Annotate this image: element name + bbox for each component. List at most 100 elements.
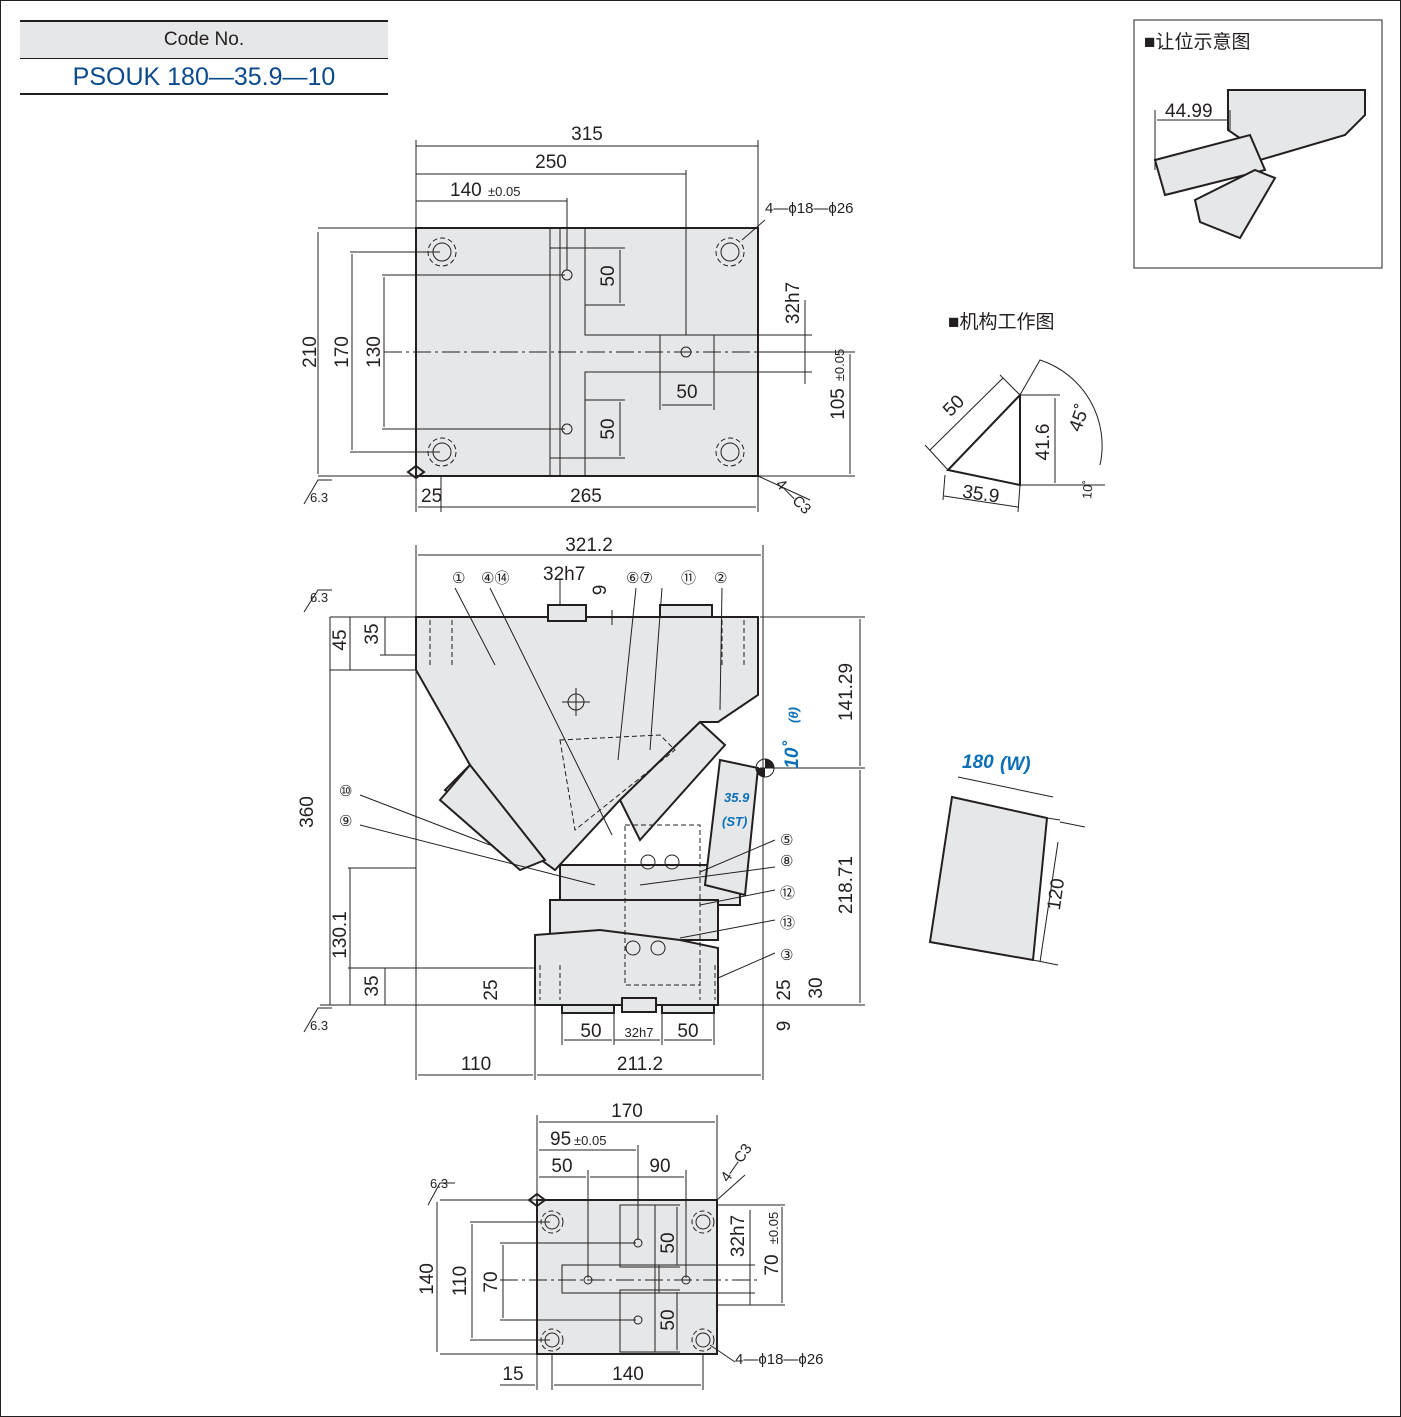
bottom-dim-lines [436, 1115, 785, 1390]
dim-st: (ST) [722, 814, 747, 829]
dim-25-left: 25 [481, 979, 502, 1000]
dim-9-bottom: 9 [774, 1021, 795, 1032]
bottom-leaders [709, 1174, 746, 1363]
code-value: PSOUK 180—35.9—10 [20, 59, 388, 95]
dim-50-bottom: 50 [551, 1156, 572, 1177]
dim-35-9-mech: 35.9 [961, 482, 1001, 508]
dim-50-lower: 50 [598, 418, 619, 439]
dim-170: 170 [332, 336, 353, 368]
callout-10: ⑩ [339, 783, 352, 800]
dim-170: 170 [611, 1101, 643, 1122]
dim-315: 315 [571, 124, 603, 145]
dim-50-bottom-upper: 50 [658, 1232, 679, 1253]
mechanism-triangle [946, 392, 1021, 487]
front-wedge-left [438, 763, 547, 872]
width-plate [928, 795, 1049, 962]
dim-w: (W) [1000, 754, 1031, 775]
dim-130: 130 [364, 336, 385, 368]
dim-32h7-front: 32h7 [543, 564, 585, 585]
dim-360: 360 [297, 796, 318, 828]
callout-4-14: ④⑭ [481, 570, 509, 587]
dim-110: 110 [461, 1054, 491, 1075]
clearance-slide [1153, 133, 1267, 197]
front-dim-lines [320, 545, 865, 1080]
dim-265: 265 [570, 486, 602, 507]
roughness-front-top: 6.3 [310, 590, 328, 605]
dim-218-71: 218.71 [836, 856, 857, 914]
front-bottom-key [621, 997, 657, 1013]
dim-32h7-bottom-view: 32h7 [728, 1215, 749, 1257]
bottom-slot-lower [619, 1289, 656, 1353]
front-cam-slider [618, 720, 727, 842]
dim-105-tol: ±0.05 [832, 349, 847, 381]
dim-32h7-bottom: 32h7 [625, 1025, 654, 1040]
roughness-bottom: 6.3 [430, 1176, 448, 1191]
dim-110-bottom: 110 [450, 1266, 471, 1296]
datum-mark-bottom [527, 1192, 547, 1208]
dim-50-left: 50 [580, 1021, 601, 1042]
front-base-block [534, 928, 719, 1006]
dim-35-bottom: 35 [362, 975, 383, 996]
dim-45-deg: 45˚ [1065, 402, 1094, 435]
front-slide-block [559, 864, 741, 906]
dim-50-right: 50 [677, 1021, 698, 1042]
top-chamfer-leader [757, 475, 811, 501]
dim-44-99: 44.99 [1165, 101, 1213, 122]
dim-95-tol: ±0.05 [574, 1133, 606, 1148]
width-dims [957, 776, 1086, 966]
front-hidden-lines [429, 620, 745, 1000]
dim-180: 180 [962, 752, 994, 773]
clearance-cam [1193, 168, 1277, 240]
top-chamfer-spec: 4—C3 [772, 476, 814, 518]
callout-2: ② [714, 570, 727, 587]
mechanism-dims [924, 359, 1105, 513]
dim-10-deg: 10˚ [1079, 480, 1096, 500]
front-bottom-pad-left [561, 1004, 615, 1014]
dim-50-upper: 50 [598, 265, 619, 286]
front-bolts [625, 854, 680, 956]
dim-30: 30 [806, 977, 827, 998]
dim-90: 90 [649, 1156, 670, 1177]
bottom-hole-spec: 4—ϕ18—ϕ26 [735, 1351, 824, 1368]
width-diagram: 180 (W) 120 [928, 752, 1086, 966]
callout-8: ⑧ [780, 853, 793, 870]
front-bottom-pad-right [661, 1004, 715, 1014]
dim-9-top: 9 [590, 585, 611, 596]
dim-angle-10: 10˚ [782, 741, 803, 769]
callout-1: ① [452, 570, 465, 587]
roughness-top: 6.3 [310, 490, 328, 505]
dim-70-left: 70 [481, 1271, 502, 1292]
dim-35-top: 35 [362, 623, 383, 644]
top-hole-leader [741, 219, 766, 241]
top-hole-spec: 4—ϕ18—ϕ26 [765, 200, 854, 217]
front-key-left [547, 604, 587, 622]
bottom-key-left [561, 1264, 660, 1294]
top-left-dims [317, 227, 565, 477]
code-number-box: Code No. PSOUK 180—35.9—10 [20, 20, 388, 95]
roughness-symbol-bottom [427, 1182, 455, 1206]
dim-250: 250 [535, 152, 567, 173]
dim-210: 210 [300, 336, 321, 368]
roughness-front-bottom: 6.3 [310, 1018, 328, 1033]
clearance-upper-part [1227, 89, 1366, 162]
dim-140-bottom: 140 [417, 1263, 438, 1295]
dim-stroke-35-9: 35.9 [724, 790, 750, 805]
callout-5: ⑤ [780, 832, 793, 849]
dim-32h7-top: 32h7 [783, 282, 804, 324]
front-view: 321.2 32h7 9 45 35 360 141.29 218.71 130… [297, 535, 865, 1080]
dim-50-key: 50 [676, 382, 697, 403]
bottom-holes [540, 1210, 715, 1352]
roughness-symbol-front-top [303, 589, 332, 613]
front-key-right [659, 604, 713, 618]
dim-141-29: 141.29 [836, 663, 857, 721]
clearance-title: ■让位示意图 [1144, 31, 1250, 53]
dim-70-tol: ±0.05 [766, 1212, 781, 1244]
callout-9: ⑨ [339, 813, 352, 830]
roughness-symbol-front-bottom [303, 1007, 332, 1033]
top-inner-dims [415, 247, 855, 512]
dim-25-right: 25 [774, 979, 795, 1000]
dim-25-top: 25 [421, 486, 442, 507]
roughness-symbol [303, 479, 332, 505]
dim-41-6: 41.6 [1033, 424, 1054, 461]
